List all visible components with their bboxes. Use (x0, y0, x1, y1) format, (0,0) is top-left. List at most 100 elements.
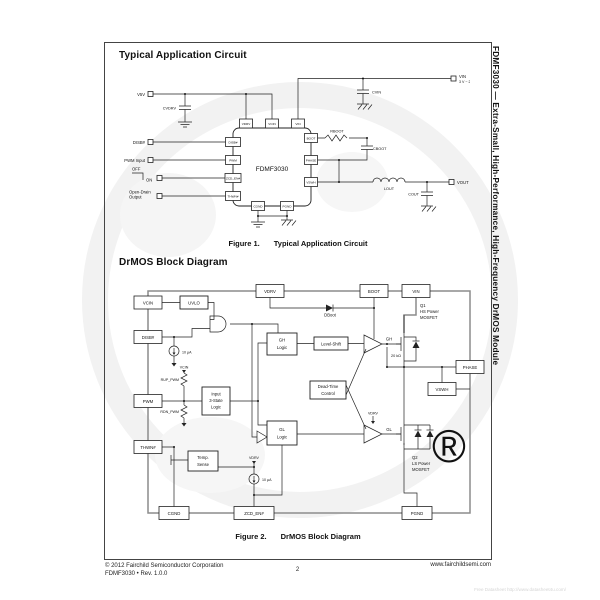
fig1-pin-thwn: THWN# (225, 191, 241, 201)
q1-label-2: HS Power (420, 309, 439, 314)
section2-title: DrMOS Block Diagram (119, 257, 228, 268)
fig1-chip: FDMF3030 (232, 127, 312, 207)
gl-net-label: GL (386, 427, 392, 432)
gl-buffer-triangle (256, 430, 268, 444)
fig2-blocks: UVLO GH Logic Level-Shift Dead-TimeContro… (179, 295, 349, 472)
vdrv-ref-gl-label: VDRV (368, 412, 379, 416)
lout-label: LOUT (384, 187, 395, 191)
svg-text:THWN#: THWN# (228, 194, 239, 198)
cout-label: COUT (408, 193, 419, 197)
fig2-pin-zcd: ZCD_EN# (233, 506, 275, 520)
v5v-label: V5V (137, 92, 145, 97)
svg-text:BOOT: BOOT (368, 289, 381, 294)
fig2-pin-vswh: VSWH (427, 382, 457, 396)
svg-text:VDRV: VDRV (242, 122, 251, 126)
vdrv-ref-arrow-gl (371, 421, 375, 424)
fig1-pin-cgnd: CGND (251, 201, 265, 211)
vin-term-label: VIN (459, 74, 466, 79)
svg-text:PHASE: PHASE (463, 365, 478, 370)
thwn-transistor (170, 453, 175, 467)
gl-driver-triangle (363, 424, 383, 444)
fig1-chip-label: FDMF3030 (256, 166, 289, 173)
rdn-pwm-label: RDN_PWM (160, 410, 179, 414)
r20k-label: 20 kΩ (391, 354, 401, 358)
level-shift-block: Level-Shift (313, 336, 349, 351)
section1-title: Typical Application Circuit (119, 50, 247, 61)
svg-text:Input: Input (211, 392, 221, 397)
svg-text:Dead-Time: Dead-Time (318, 384, 339, 389)
svg-text:GH: GH (279, 338, 285, 343)
svg-text:Sense: Sense (197, 462, 210, 467)
gh-logic-block: GH Logic (266, 332, 298, 356)
svg-text:Level-Shift: Level-Shift (321, 342, 342, 347)
svg-text:BOOT: BOOT (307, 136, 316, 140)
fig1-wires (132, 78, 451, 228)
fig2-symbols (168, 304, 434, 485)
fig2-pin-boot: BOOT (359, 284, 389, 298)
figure-1-caption: Figure 1.Typical Application Circuit (105, 239, 491, 248)
svg-text:Control: Control (321, 391, 335, 396)
figure-2-caption: Figure 2.DrMOS Block Diagram (105, 532, 491, 541)
q1-mosfet (396, 333, 420, 355)
footer-doc-rev: FDMF3030 • Rev. 1.0.0 (105, 571, 168, 577)
fig1-pin-zcd: ZCD_EN# (224, 173, 242, 183)
figure-1-caption-label: Figure 1. (228, 239, 260, 248)
vcin-ref-label: VCIN (180, 366, 189, 370)
i10u-top-label: 10 µA (182, 351, 192, 355)
vin-terminal (450, 75, 457, 82)
fig2-pin-vcin: VCIN (133, 295, 163, 310)
svg-text:VCIN: VCIN (268, 122, 275, 126)
rboot-label: RBOOT (330, 130, 344, 134)
fig2-pin-cgnd: CGND (158, 506, 190, 520)
fig2-outer-rail (147, 290, 471, 514)
svg-text:ZCD_EN#: ZCD_EN# (226, 176, 240, 180)
svg-text:DISB#: DISB# (229, 140, 238, 144)
q2-label-3: MOSFET (412, 467, 430, 472)
fig1-junction-dots (184, 77, 428, 217)
off-label: OFF (132, 167, 141, 172)
vin-range-label: 3 V ~ 24 V (459, 80, 470, 84)
dboot-diode (326, 304, 334, 312)
fig2-pin-disb: DISB# (133, 330, 163, 344)
fig2-pins: VDRV BOOT VIN VCIN DISB# PWM THWN# CGND … (133, 284, 485, 520)
svg-text:Logic: Logic (277, 435, 288, 440)
open-drain-label-2: Output (129, 195, 142, 200)
on-label: ON (146, 178, 152, 183)
svg-text:Logic: Logic (211, 405, 221, 410)
svg-text:VSWH: VSWH (306, 180, 315, 184)
svg-text:ZCD_EN#: ZCD_EN# (244, 511, 264, 516)
vout-label: VOUT (457, 180, 469, 185)
svg-text:PGND: PGND (283, 204, 293, 208)
cboot-label: CBOOT (373, 147, 387, 151)
fig2-pin-vin: VIN (401, 284, 431, 298)
fig1-pin-pgnd: PGND (280, 201, 294, 211)
rdn-gnd-arrow (181, 423, 187, 427)
fig1-pin-vcin: VCIN (265, 118, 279, 129)
q1-label-1: Q1 (420, 303, 426, 308)
svg-text:CGND: CGND (253, 204, 263, 208)
open-drain-label-1: Open-Drain (129, 190, 151, 195)
fig1-terminals (147, 75, 457, 199)
gnd-arrow (171, 363, 177, 367)
fig1-pin-pwm: PWM (225, 155, 241, 165)
svg-text:CGND: CGND (168, 511, 181, 516)
vdrv-ref-zcd-label: VDRV (249, 456, 260, 460)
svg-text:UVLO: UVLO (188, 301, 200, 306)
svg-text:VIN: VIN (412, 289, 419, 294)
fig1-pin-vdrv: VDRV (239, 118, 253, 129)
fig2-vin-feed (403, 297, 417, 333)
cvdrv-label: CVDRV (163, 107, 177, 111)
svg-text:Logic: Logic (277, 345, 288, 350)
svg-text:Temp.: Temp. (197, 455, 208, 460)
watermark-blob-left (120, 173, 216, 257)
fig2-labels: 10 µA 10 µA VCIN VDRV VDRV RUP_PWM RDN_P… (160, 303, 439, 482)
footer-copyright: © 2012 Fairchild Semiconductor Corporati… (105, 563, 224, 569)
open-drain-terminal (156, 193, 163, 199)
watermark-circle (82, 82, 518, 518)
svg-text:PGND: PGND (411, 511, 423, 516)
fig1-pin-vswh: VSWH (304, 177, 318, 187)
svg-text:THWN#: THWN# (140, 445, 156, 450)
